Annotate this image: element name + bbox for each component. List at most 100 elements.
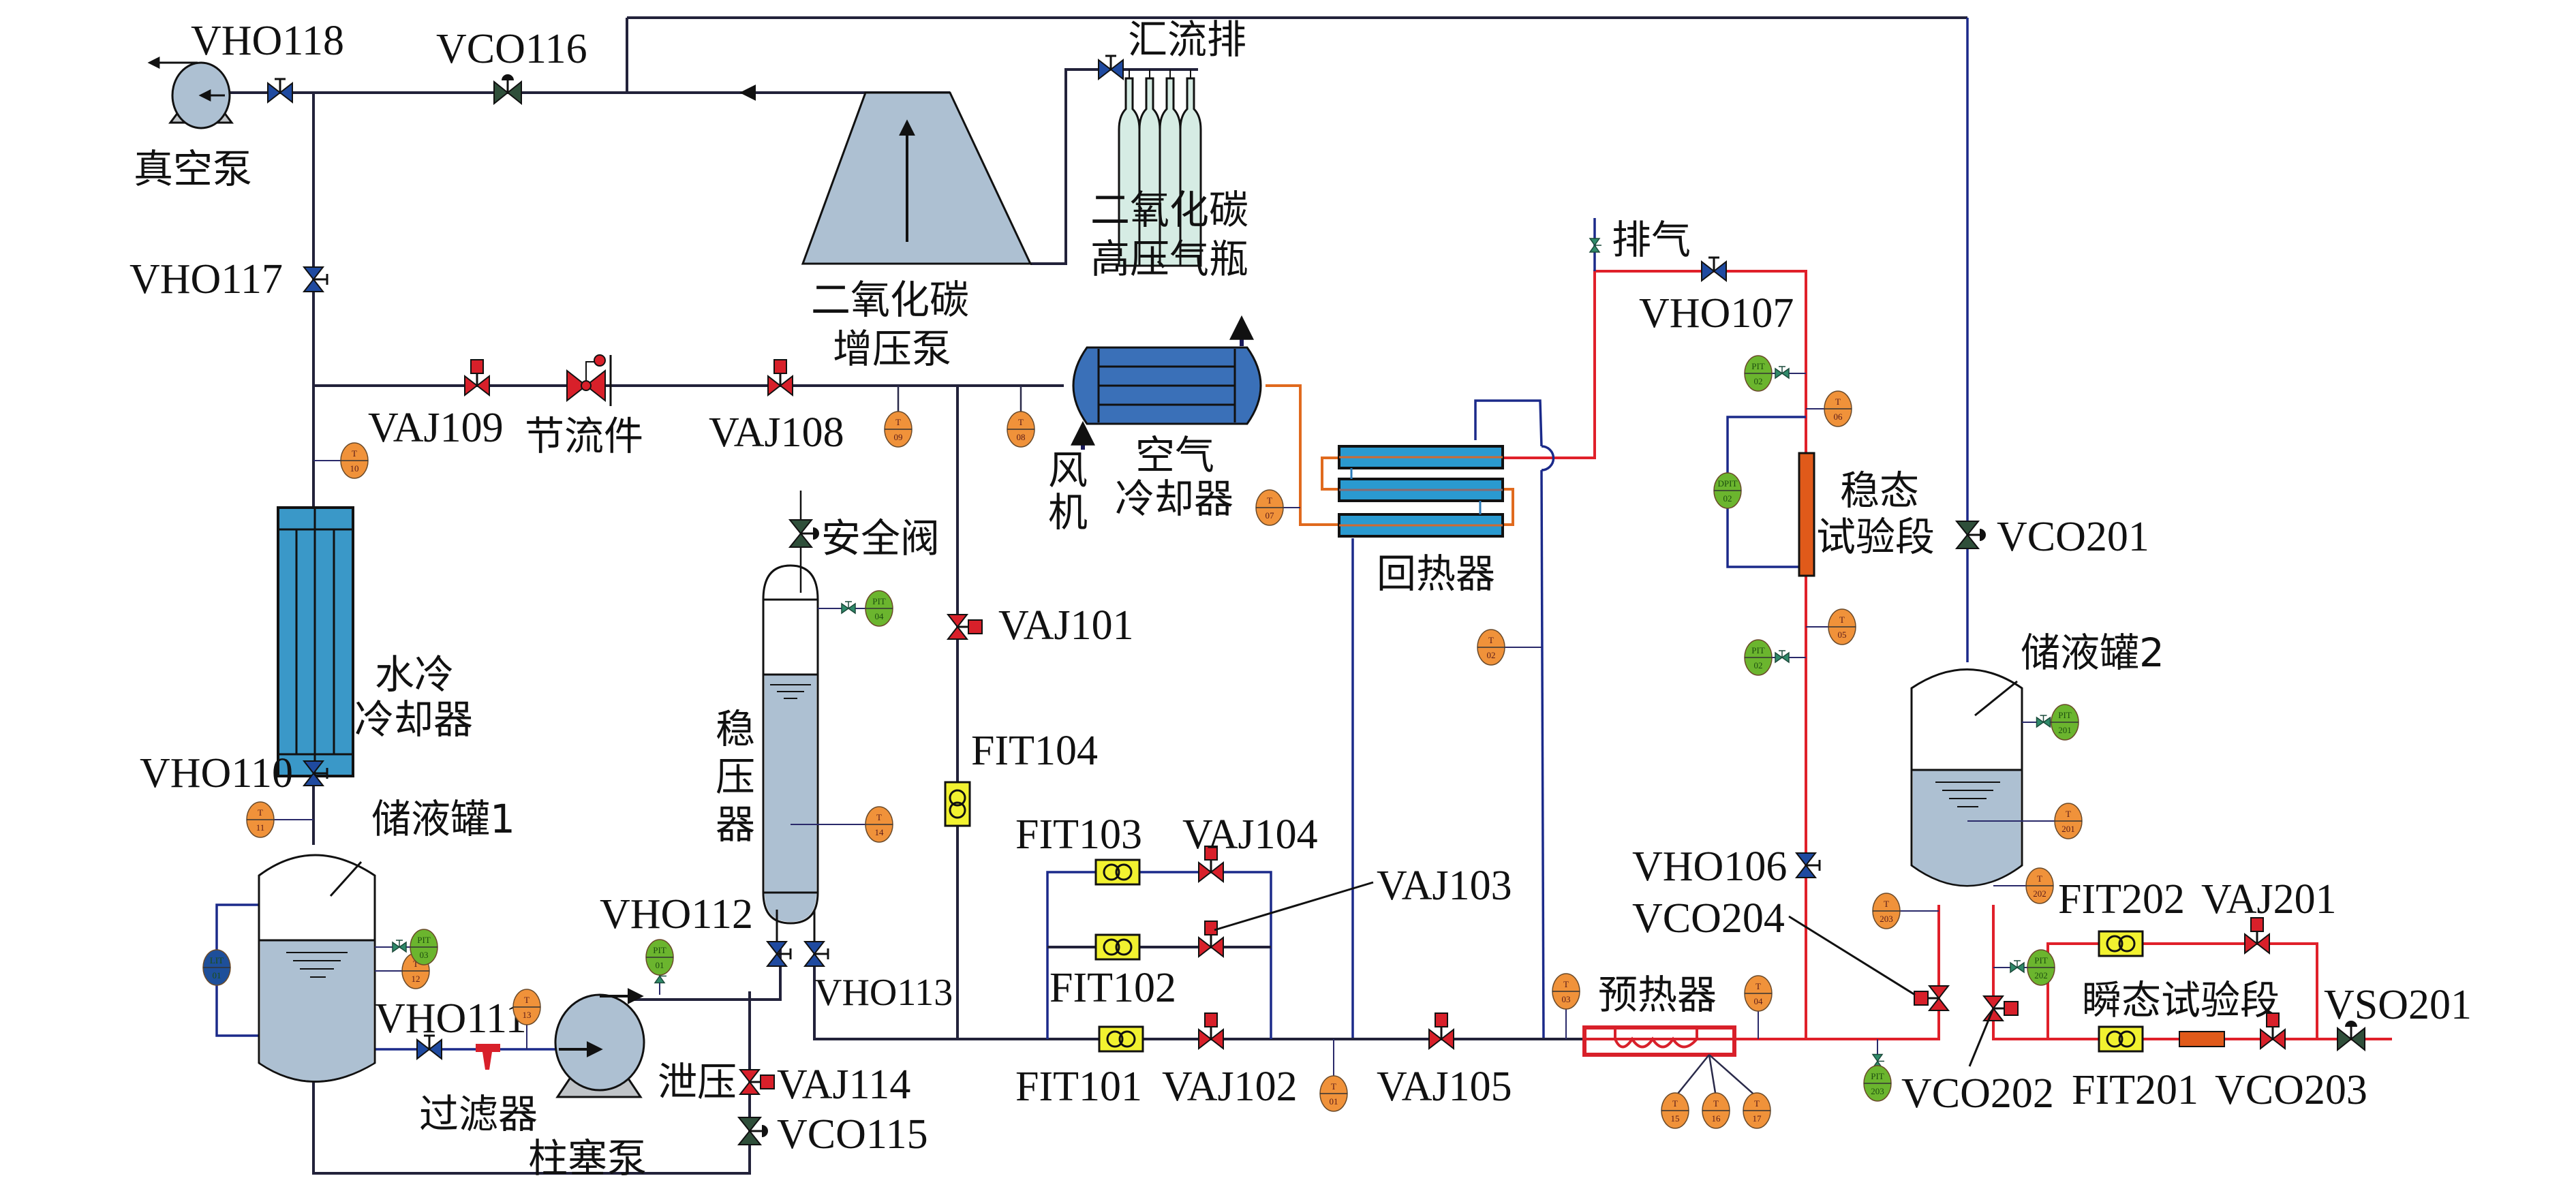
sensor-number: 02	[1487, 650, 1496, 660]
sensor-number: 06	[1834, 412, 1843, 422]
valve-vso201-label: VSO201	[2324, 982, 2472, 1028]
valve-vco201[interactable]	[1955, 520, 1987, 550]
pipe-hot-return	[1731, 905, 1940, 1040]
valve-vaj201-label: VAJ201	[2201, 876, 2337, 923]
sensor-tag: T	[1884, 899, 1889, 909]
sensor-number: 203	[1871, 1086, 1884, 1096]
sensor-t13: T13	[512, 989, 541, 1049]
valve-vho113[interactable]	[803, 940, 829, 968]
pipe-regen-cold-down	[1540, 469, 1545, 1040]
manifold-valve[interactable]	[1097, 55, 1124, 80]
valve-vaj102[interactable]	[1197, 1012, 1225, 1050]
sensor-number: 09	[894, 432, 903, 442]
valve-vaj109[interactable]	[463, 358, 491, 397]
valve-vco204[interactable]	[1913, 985, 1950, 1012]
sensor-number: 04	[1754, 996, 1764, 1006]
sensor-tag: PIT	[2058, 710, 2072, 720]
sensor-t16: T16	[1702, 1092, 1730, 1129]
sensor-t09: T09	[884, 411, 913, 448]
sensor-number: 05	[1838, 630, 1847, 640]
sensor-t201: T201	[1967, 803, 2083, 839]
sensor-tag: T	[258, 807, 263, 818]
sensor-root-valve[interactable]	[392, 940, 407, 953]
sensor-tag: T	[1754, 1098, 1760, 1109]
valve-vco116[interactable]	[493, 73, 523, 105]
sensor-t11: T 11	[246, 801, 313, 838]
vent-valve[interactable]	[1589, 238, 1602, 253]
valve-vaj105-label: VAJ105	[1377, 1064, 1512, 1110]
flowmeter-fit101	[1098, 1025, 1144, 1053]
sensor-tag: T	[1672, 1098, 1678, 1109]
valve-vaj114-label: VAJ114	[777, 1062, 910, 1108]
regenerator	[1338, 445, 1504, 538]
flowmeter-fit202	[2098, 930, 2144, 957]
vacuum-pump	[147, 57, 234, 129]
sensor-t17: T 17	[1743, 1092, 1771, 1129]
valve-vho107[interactable]	[1700, 256, 1728, 282]
relief-label: 泄压	[658, 1059, 737, 1105]
regenerator-label: 回热器	[1377, 551, 1495, 597]
sensor-t01: T01	[1319, 1039, 1348, 1112]
safety-valve[interactable]	[788, 519, 821, 548]
sensor-root-valve[interactable]	[2010, 960, 2025, 973]
booster-pump-label-2: 增压泵	[833, 326, 951, 372]
sensor-root-valve[interactable]	[1775, 650, 1790, 663]
valve-vco115[interactable]	[737, 1116, 769, 1146]
water-cooler-label-2: 冷却器	[354, 696, 473, 743]
sensor-number: 17	[1753, 1113, 1762, 1124]
sensor-t07: T07	[1255, 489, 1300, 526]
flowmeter-fit101-label: FIT101	[1015, 1064, 1142, 1110]
valve-vaj108[interactable]	[767, 358, 794, 397]
valve-vho113-label: VHO113	[814, 972, 953, 1014]
sensor-root-valve[interactable]	[841, 601, 856, 614]
sensor-tag: T	[524, 995, 530, 1005]
sensor-tag: PIT	[2034, 955, 2048, 965]
sensor-root-valve[interactable]	[1775, 366, 1790, 379]
sensor-tag: T	[1713, 1098, 1719, 1109]
sensor-tag: LIT	[210, 955, 224, 965]
valve-vho106[interactable]	[1795, 852, 1821, 879]
pipe-fit103-branch	[1046, 871, 1272, 1039]
plunger-pump	[554, 988, 645, 1098]
sensor-tag: T	[2066, 809, 2071, 819]
flowmeter-fit104-label: FIT104	[971, 728, 1098, 774]
pressurizer-label-1: 稳	[716, 706, 755, 752]
valve-vaj102-label: VAJ102	[1162, 1064, 1298, 1110]
valve-vaj101[interactable]	[947, 613, 983, 640]
sensor-number: 01	[213, 970, 221, 980]
valve-vaj103[interactable]	[1197, 920, 1225, 958]
valve-vho118[interactable]	[266, 78, 294, 104]
pipe-regen-loop	[1321, 457, 1339, 491]
water-cooler-label-1: 水冷	[375, 651, 454, 698]
storage-tank-1	[258, 854, 376, 1083]
valve-vho106-label: VHO106	[1632, 844, 1787, 890]
pipe-crossover	[1541, 445, 1555, 471]
sensor-number: 03	[1562, 994, 1571, 1004]
sensor-root-valve[interactable]	[2036, 715, 2051, 728]
fan-label-2: 机	[1048, 489, 1088, 536]
sensor-tag: T	[413, 959, 418, 969]
valve-vco115-label: VCO115	[777, 1111, 928, 1158]
sensor-t14: T14	[791, 806, 893, 843]
valve-vco203-label: VCO203	[2215, 1067, 2367, 1113]
valve-vho107-label: VHO107	[1639, 290, 1794, 337]
valve-vho117[interactable]	[303, 266, 328, 293]
valve-vaj114[interactable]	[739, 1068, 776, 1096]
tank1-label: 储液罐1	[371, 796, 515, 842]
sensor-number: 11	[256, 822, 265, 833]
booster-pump-label-1: 二氧化碳	[811, 277, 969, 323]
sensor-t15: T15	[1661, 1092, 1689, 1129]
valve-vho118-label: VHO118	[191, 18, 344, 64]
pipe-transient-branch	[2046, 942, 2318, 1039]
transient-section-label: 瞬态试验段	[2082, 977, 2280, 1023]
pipe-regen-cold	[1474, 399, 1543, 447]
throttle-element[interactable]	[566, 354, 612, 406]
sensor-tag: T	[352, 448, 357, 459]
valve-vho112[interactable]	[766, 940, 792, 968]
valve-vaj105[interactable]	[1428, 1012, 1455, 1050]
sensor-t08: T08	[1007, 411, 1035, 448]
sensor-tag: PIT	[417, 935, 431, 945]
valve-vaj201[interactable]	[2243, 916, 2271, 955]
